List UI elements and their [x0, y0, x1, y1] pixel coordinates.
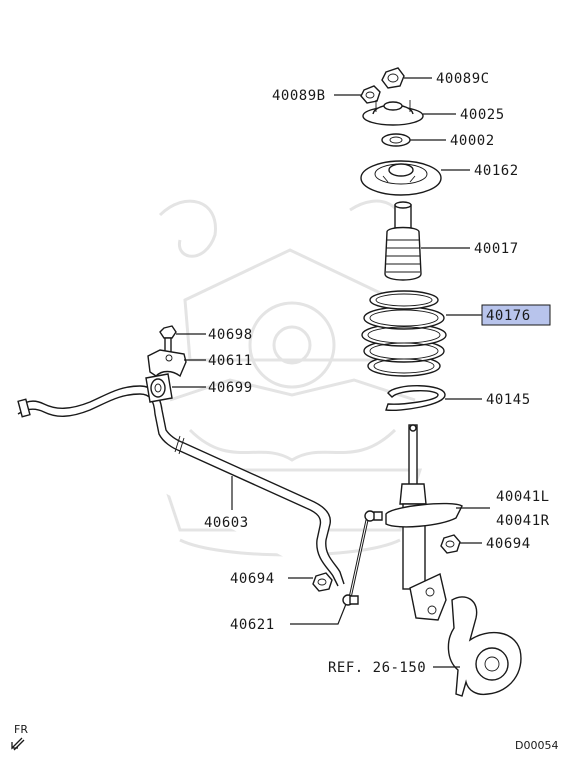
diagram-code: D00054 — [515, 739, 558, 752]
label-40694-bar: 40694 — [230, 571, 275, 587]
label-40041r: 40041R — [496, 513, 550, 529]
nut-40694-bar[interactable] — [312, 572, 333, 592]
label-40002: 40002 — [450, 133, 495, 149]
stabilizer-link-40621[interactable] — [342, 510, 383, 606]
label-40089b: 40089B — [272, 88, 326, 104]
label-40699: 40699 — [208, 380, 253, 396]
bushing-40699[interactable] — [145, 373, 173, 403]
label-40145: 40145 — [486, 392, 531, 408]
knuckle-ref-26-150 — [447, 596, 522, 697]
stabilizer-bar-40603[interactable] — [17, 385, 345, 587]
label-40017: 40017 — [474, 241, 519, 257]
nut-40089c[interactable] — [381, 67, 405, 89]
label-40162: 40162 — [474, 163, 519, 179]
spring-seat-40162[interactable] — [360, 160, 442, 196]
label-40694-strut: 40694 — [486, 536, 531, 552]
highlight-box-40176 — [481, 304, 551, 326]
strut-mount-40025[interactable] — [362, 100, 424, 126]
nut-40089b[interactable] — [360, 85, 381, 104]
label-40611: 40611 — [208, 353, 253, 369]
label-ref-26-150: REF. 26-150 — [328, 660, 426, 676]
label-40041l: 40041L — [496, 489, 550, 505]
direction-arrow-icon — [11, 737, 23, 750]
spring-pad-40145[interactable] — [385, 385, 446, 412]
bracket-40611[interactable] — [147, 349, 187, 378]
label-fr: FR — [14, 723, 28, 736]
label-40603: 40603 — [204, 515, 249, 531]
label-40176[interactable]: 40176 — [486, 308, 531, 324]
label-40698: 40698 — [208, 327, 253, 343]
coil-spring-40176[interactable] — [361, 290, 447, 377]
dust-boot-40017[interactable] — [384, 201, 422, 281]
label-40089c: 40089C — [436, 71, 490, 87]
nut-40694-strut[interactable] — [440, 534, 461, 554]
front-direction-indicator: FR — [11, 723, 28, 751]
label-40621: 40621 — [230, 617, 275, 633]
label-40025: 40025 — [460, 107, 505, 123]
strut-40041[interactable] — [385, 424, 463, 621]
washer-40002[interactable] — [381, 133, 411, 147]
